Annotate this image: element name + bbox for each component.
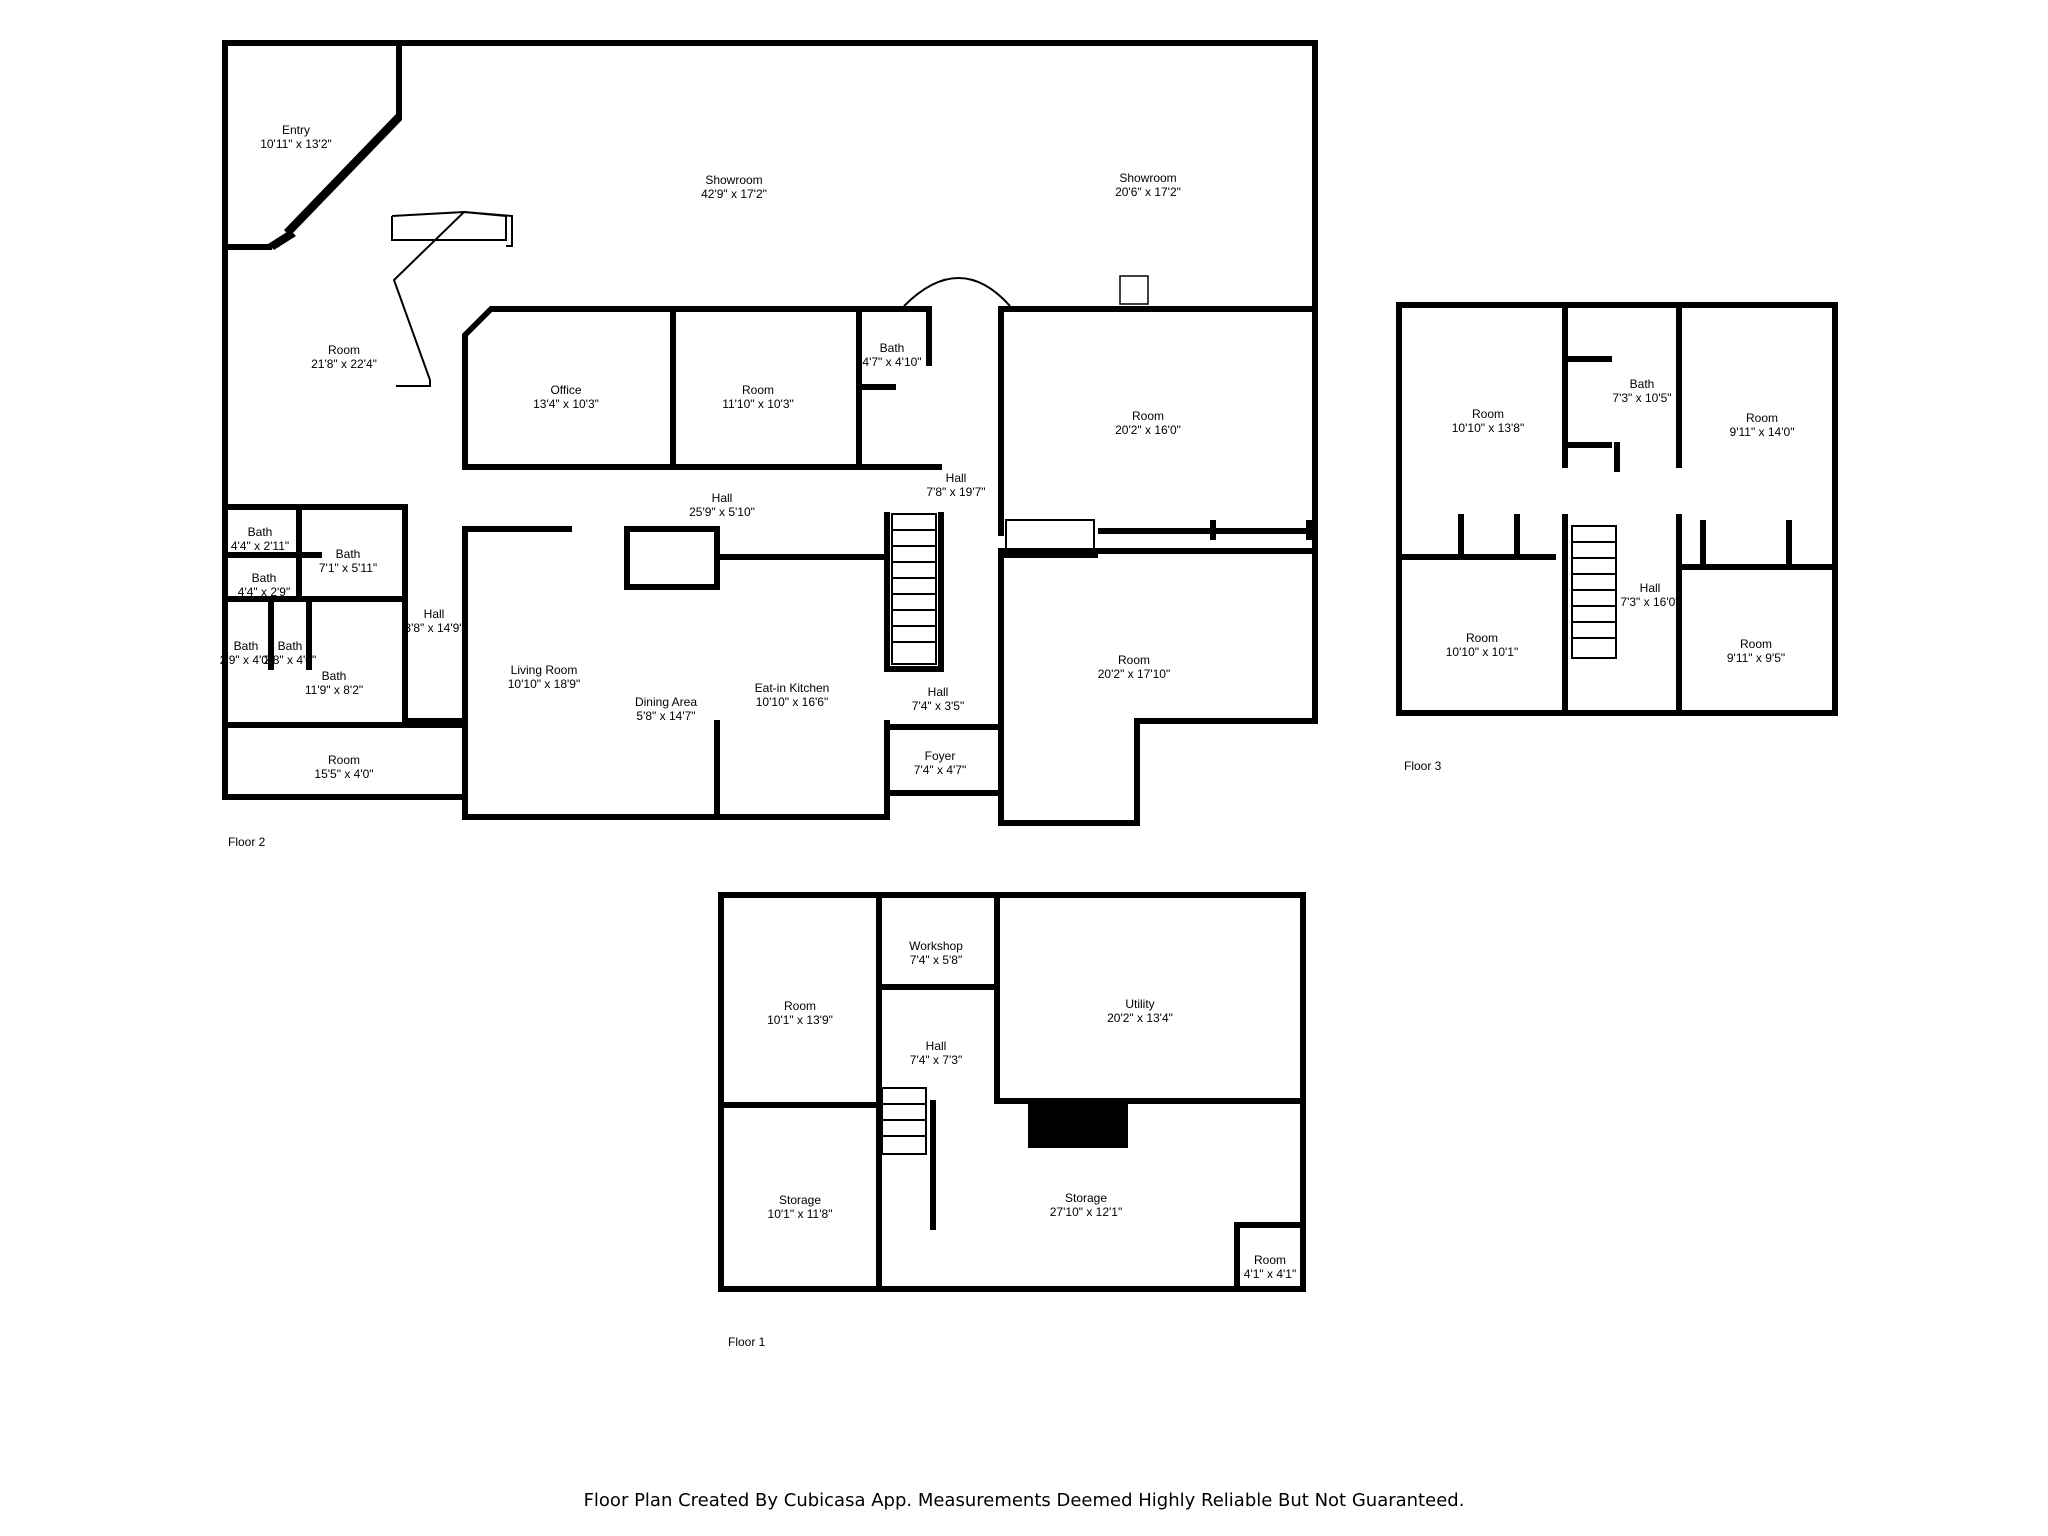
room-dims: 10'10" x 16'6" <box>756 695 829 709</box>
room-name: Room <box>1132 409 1164 423</box>
room-labels: Entry 10'11" x 13'2" Showroom 42'9" x 17… <box>220 123 1795 1349</box>
room-name: Hall <box>1640 581 1661 595</box>
room-name: Storage <box>779 1193 821 1207</box>
room-dims: 9'11" x 9'5" <box>1727 651 1785 665</box>
floor-label: Floor 3 <box>1404 759 1442 773</box>
room-dims: 21'8" x 22'4" <box>311 357 377 371</box>
room-name: Showroom <box>1119 171 1176 185</box>
room-name: Workshop <box>909 939 963 953</box>
room-name: Office <box>550 383 581 397</box>
room-name: Hall <box>424 607 445 621</box>
room-name: Eat-in Kitchen <box>755 681 830 695</box>
room-name: Showroom <box>705 173 762 187</box>
room-name: Bath <box>252 571 277 585</box>
room-dims: 15'5" x 4'0" <box>314 767 373 781</box>
room-dims: 7'4" x 3'5" <box>912 699 964 713</box>
floor-label: Floor 2 <box>228 835 266 849</box>
floor-1-plan <box>718 892 1306 1292</box>
room-dims: 2'8" x 4'0" <box>264 653 316 667</box>
room-name: Hall <box>712 491 733 505</box>
room-dims: 20'2" x 17'10" <box>1098 667 1171 681</box>
room-name: Bath <box>278 639 303 653</box>
room-dims: 7'3" x 10'5" <box>1612 391 1671 405</box>
room-dims: 7'4" x 5'8" <box>910 953 962 967</box>
room-name: Room <box>1254 1253 1286 1267</box>
room-name: Utility <box>1125 997 1154 1011</box>
room-dims: 10'1" x 11'8" <box>768 1207 833 1221</box>
room-name: Room <box>1740 637 1772 651</box>
room-dims: 13'4" x 10'3" <box>533 397 599 411</box>
room-dims: 25'9" x 5'10" <box>689 505 755 519</box>
room-name: Room <box>328 343 360 357</box>
room-dims: 20'2" x 16'0" <box>1115 423 1181 437</box>
room-name: Room <box>1118 653 1150 667</box>
room-dims: 10'10" x 13'8" <box>1452 421 1525 435</box>
room-dims: 10'11" x 13'2" <box>260 137 332 151</box>
disclaimer-footer: Floor Plan Created By Cubicasa App. Meas… <box>583 1490 1465 1511</box>
floor-label: Floor 1 <box>728 1335 766 1349</box>
room-dims: 10'10" x 10'1" <box>1446 645 1519 659</box>
room-name: Foyer <box>925 749 956 763</box>
room-name: Bath <box>248 525 273 539</box>
room-name: Bath <box>1630 377 1655 391</box>
room-name: Room <box>1746 411 1778 425</box>
room-dims: 7'8" x 19'7" <box>926 485 985 499</box>
room-name: Bath <box>880 341 905 355</box>
room-dims: 7'4" x 7'3" <box>910 1053 962 1067</box>
room-name: Bath <box>234 639 259 653</box>
room-name: Hall <box>926 1039 947 1053</box>
room-dims: 7'4" x 4'7" <box>914 763 966 777</box>
room-name: Hall <box>946 471 967 485</box>
room-dims: 10'10" x 18'9" <box>508 677 581 691</box>
room-dims: 11'9" x 8'2" <box>305 683 363 697</box>
room-dims: 9'11" x 14'0" <box>1730 425 1795 439</box>
room-name: Bath <box>322 669 347 683</box>
room-dims: 4'4" x 2'9" <box>238 585 290 599</box>
room-dims: 20'6" x 17'2" <box>1115 185 1181 199</box>
room-dims: 20'2" x 13'4" <box>1107 1011 1173 1025</box>
room-name: Room <box>328 753 360 767</box>
room-name: Room <box>1466 631 1498 645</box>
room-dims: 42'9" x 17'2" <box>701 187 767 201</box>
room-name: Room <box>1472 407 1504 421</box>
room-dims: 4'1" x 4'1" <box>1244 1267 1296 1281</box>
room-name: Room <box>742 383 774 397</box>
room-dims: 3'8" x 14'9" <box>404 621 463 635</box>
room-dims: 27'10" x 12'1" <box>1050 1205 1123 1219</box>
room-name: Hall <box>928 685 949 699</box>
room-dims: 2'9" x 4'0" <box>220 653 272 667</box>
room-name: Dining Area <box>635 695 697 709</box>
room-name: Living Room <box>511 663 578 677</box>
room-dims: 4'4" x 2'11" <box>231 539 289 553</box>
room-name: Storage <box>1065 1191 1107 1205</box>
floor-2-plan <box>222 40 1318 826</box>
room-dims: 4'7" x 4'10" <box>862 355 921 369</box>
room-dims: 7'1" x 5'11" <box>319 561 377 575</box>
room-dims: 11'10" x 10'3" <box>722 397 794 411</box>
floor-3-plan <box>1396 302 1838 716</box>
room-dims: 10'1" x 13'9" <box>767 1013 833 1027</box>
room-name: Room <box>784 999 816 1013</box>
room-dims: 7'3" x 16'0" <box>1620 595 1679 609</box>
room-name: Entry <box>282 123 310 137</box>
room-name: Bath <box>336 547 361 561</box>
room-dims: 5'8" x 14'7" <box>636 709 695 723</box>
